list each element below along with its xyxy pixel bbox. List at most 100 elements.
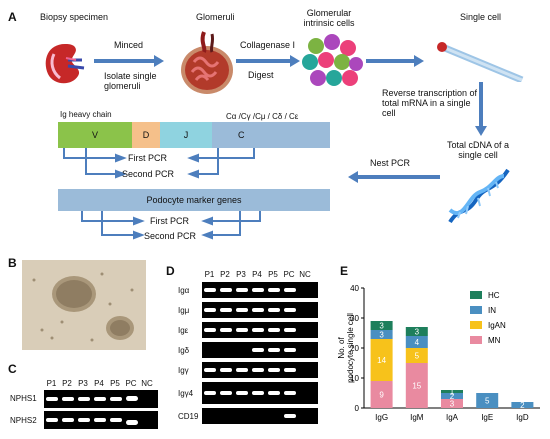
arrow-digest (236, 55, 300, 67)
glomeruli-icon (181, 31, 233, 94)
gel-d-row-label: Igε (178, 326, 189, 335)
glomeruli-label: Glomeruli (196, 12, 235, 22)
bar-segment-in (511, 402, 534, 408)
c-segment: C (212, 122, 330, 148)
arrow-to-single-cell (366, 55, 424, 67)
bar-value-label: 15 (412, 382, 421, 391)
primer-brackets-ig (63, 148, 255, 179)
panel-d-label: D (166, 264, 175, 278)
bar-segment-igan (370, 339, 393, 381)
lane-label: P4 (252, 270, 262, 279)
bar-segment-in (476, 393, 499, 408)
gel-d-row-label: Igδ (178, 346, 190, 355)
biopsy-label: Biopsy specimen (40, 12, 109, 22)
dna-helix-icon (448, 168, 510, 224)
gel-d-row (202, 408, 318, 424)
bar-value-label: 14 (377, 356, 386, 365)
legend-label: HC (488, 291, 500, 300)
nest-pcr-label: Nest PCR (370, 158, 411, 168)
gel-c-row-2 (44, 411, 158, 429)
lane-label: P3 (78, 379, 88, 388)
gel-d-row-label: CD19 (178, 412, 199, 421)
bar-segment-hc (370, 321, 393, 330)
bar-segment-igan (405, 348, 428, 363)
lane-label: NC (299, 270, 311, 279)
bar-segment-mn (441, 399, 463, 408)
lane-label: P5 (268, 270, 278, 279)
panel-b-label: B (8, 256, 17, 270)
podocyte-marker-bar: Podocyte marker genes (58, 189, 330, 211)
bar-segment-hc (441, 390, 463, 393)
micrograph-image (22, 260, 146, 350)
ig-heavy-chain-label: Ig heavy chain (60, 110, 112, 119)
lane-label: P2 (220, 270, 230, 279)
gel-d-row-label: Igμ (178, 306, 190, 315)
bar-value-label: 2 (450, 392, 455, 401)
legend-swatch-igan (470, 321, 482, 329)
gel-d-row (202, 342, 318, 358)
first-pcr-label-1: First PCR (128, 153, 167, 163)
bar-value-label: 5 (415, 352, 420, 361)
bar-segment-mn (405, 363, 428, 408)
bar-segment-mn (370, 381, 393, 408)
gel-d-row-label: Igγ (178, 366, 189, 375)
bar-value-label: 5 (485, 397, 490, 406)
bar-segment-in (370, 330, 393, 339)
lane-label: P2 (62, 379, 72, 388)
digest-label: Digest (248, 70, 274, 80)
lane-label: PC (125, 379, 137, 388)
j-label: J (183, 130, 189, 140)
bar-value-label: 3 (450, 400, 455, 409)
legend-swatch-hc (470, 291, 482, 299)
intrinsic-cells-label: Glomerular intrinsic cells (303, 8, 355, 28)
lane-label: P1 (204, 270, 215, 279)
gel-d-row (202, 302, 318, 318)
bar-segment-in (405, 336, 428, 348)
y-tick-label: 0 (355, 404, 360, 413)
x-tick-label: IgM (410, 413, 424, 422)
legend-label: MN (488, 336, 501, 345)
panel-c-label: C (8, 362, 17, 376)
lane-label: P3 (236, 270, 246, 279)
kidney-icon (45, 44, 85, 84)
y-axis-label-line2: podocyte single cell (346, 313, 355, 383)
gel-d-row (202, 382, 318, 404)
gel-d-row (202, 362, 318, 378)
arrow-down-rt (475, 82, 487, 136)
pipette-icon (437, 42, 524, 82)
collagenase-label: Collagenase I (240, 40, 296, 50)
isolate-label: Isolate single glomeruli (104, 71, 157, 91)
x-tick-label: IgA (446, 413, 459, 422)
y-tick-label: 40 (350, 284, 359, 293)
constant-types-label: Cα /Cγ /Cμ / Cδ / Cε (226, 112, 299, 121)
x-tick-label: IgE (481, 413, 493, 422)
bar-segment-in (441, 393, 463, 399)
y-tick-label: 10 (350, 374, 359, 383)
x-tick-label: IgD (516, 413, 529, 422)
v-label: V (91, 130, 98, 140)
cell-cluster-icon (302, 34, 363, 86)
lane-label: P1 (46, 379, 57, 388)
total-cdna-label: Total cDNA of a single cell (446, 140, 510, 160)
bar-value-label: 3 (379, 322, 384, 331)
arrow-minced (94, 55, 164, 67)
gel-d-row-label: Igα (178, 286, 190, 295)
y-axis-label-line1: No. of (337, 337, 346, 359)
legend-swatch-mn (470, 336, 482, 344)
v-segment: V (58, 122, 132, 148)
primer-brackets-podocyte (81, 211, 261, 240)
bar-value-label: 2 (520, 401, 525, 410)
x-tick-label: IgG (375, 413, 388, 422)
bar-value-label: 9 (379, 391, 384, 400)
lane-label: NC (141, 379, 153, 388)
panel-e-label: E (340, 264, 349, 278)
y-tick-label: 30 (350, 314, 359, 323)
lane-label: P4 (94, 379, 104, 388)
bar-segment-hc (405, 327, 428, 336)
panel-a-label: A (8, 10, 17, 24)
d-segment: D (132, 122, 160, 148)
gel-c-row-label: NPHS2 (10, 416, 37, 425)
bar-value-label: 3 (379, 331, 384, 340)
